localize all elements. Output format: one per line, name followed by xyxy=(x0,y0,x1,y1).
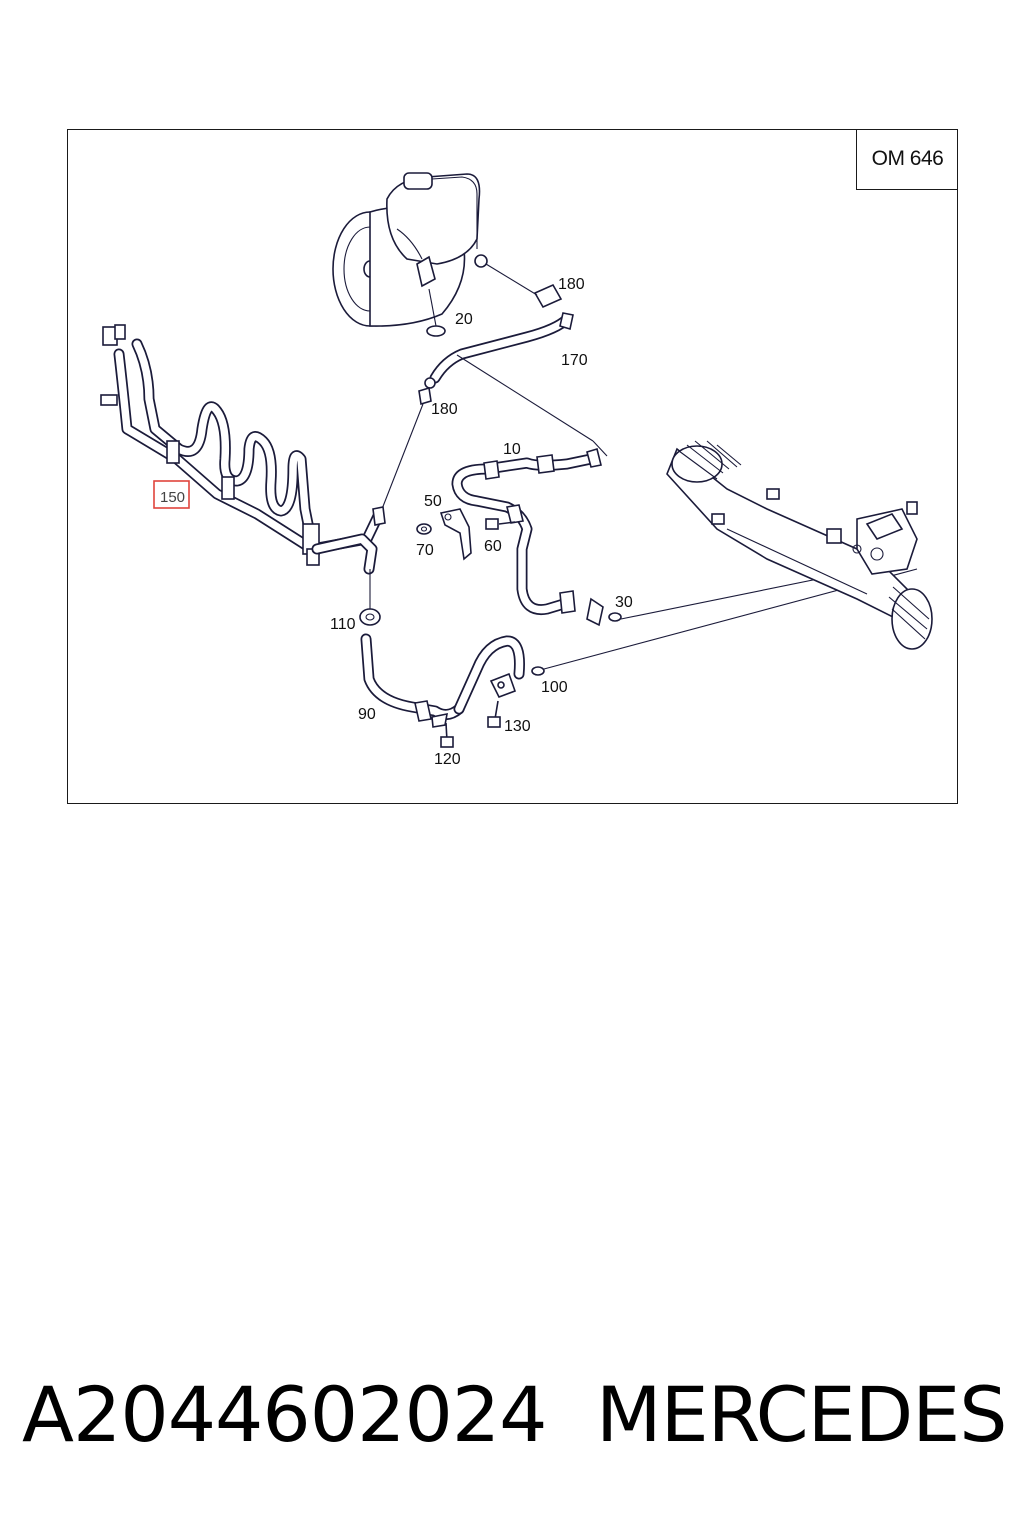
o-ring-30 xyxy=(608,612,622,622)
callout-10: 10 xyxy=(503,441,521,458)
part-number: A2044602024 xyxy=(22,1370,548,1459)
steering-rack xyxy=(666,440,933,650)
suction-hose-170 xyxy=(424,312,594,442)
bracket-50 xyxy=(439,508,472,561)
oil-cooler-line-150 xyxy=(100,324,386,575)
callout-170: 170 xyxy=(561,352,588,369)
callout-70: 70 xyxy=(416,542,434,559)
parts-diagram: 10 20 30 50 60 70 90 100 110 120 130 170… xyxy=(100,172,933,768)
callout-130: 130 xyxy=(504,718,531,735)
washer-70 xyxy=(416,523,432,535)
o-ring-20 xyxy=(426,325,446,337)
return-hose-90 xyxy=(360,633,525,728)
callout-180-middle: 180 xyxy=(431,401,458,418)
nut-110 xyxy=(359,569,381,626)
callout-150-highlight[interactable]: 150 xyxy=(153,480,190,509)
callout-100: 100 xyxy=(541,679,568,696)
clamp-180-top xyxy=(485,263,563,309)
bolt-60 xyxy=(485,518,516,530)
pressure-hose-10 xyxy=(451,447,604,627)
o-ring-100 xyxy=(531,666,545,676)
bolt-130 xyxy=(487,700,501,728)
brand-name: MERCEDES xyxy=(596,1370,1007,1459)
engine-code-label: OM 646 xyxy=(856,129,958,190)
callout-60: 60 xyxy=(484,538,502,555)
footer-caption: A2044602024 MERCEDES xyxy=(0,1370,1024,1470)
bolt-120 xyxy=(440,722,454,748)
diagram-frame xyxy=(67,129,958,804)
callout-180-top: 180 xyxy=(558,276,585,293)
callout-120: 120 xyxy=(434,751,461,768)
callout-50: 50 xyxy=(424,493,442,510)
callout-20: 20 xyxy=(455,311,473,328)
power-steering-pump xyxy=(332,172,488,327)
callout-90: 90 xyxy=(358,706,376,723)
clamp-180-middle xyxy=(418,386,432,406)
callout-150: 150 xyxy=(160,489,185,506)
callout-110: 110 xyxy=(330,616,356,633)
callout-30: 30 xyxy=(615,594,633,611)
